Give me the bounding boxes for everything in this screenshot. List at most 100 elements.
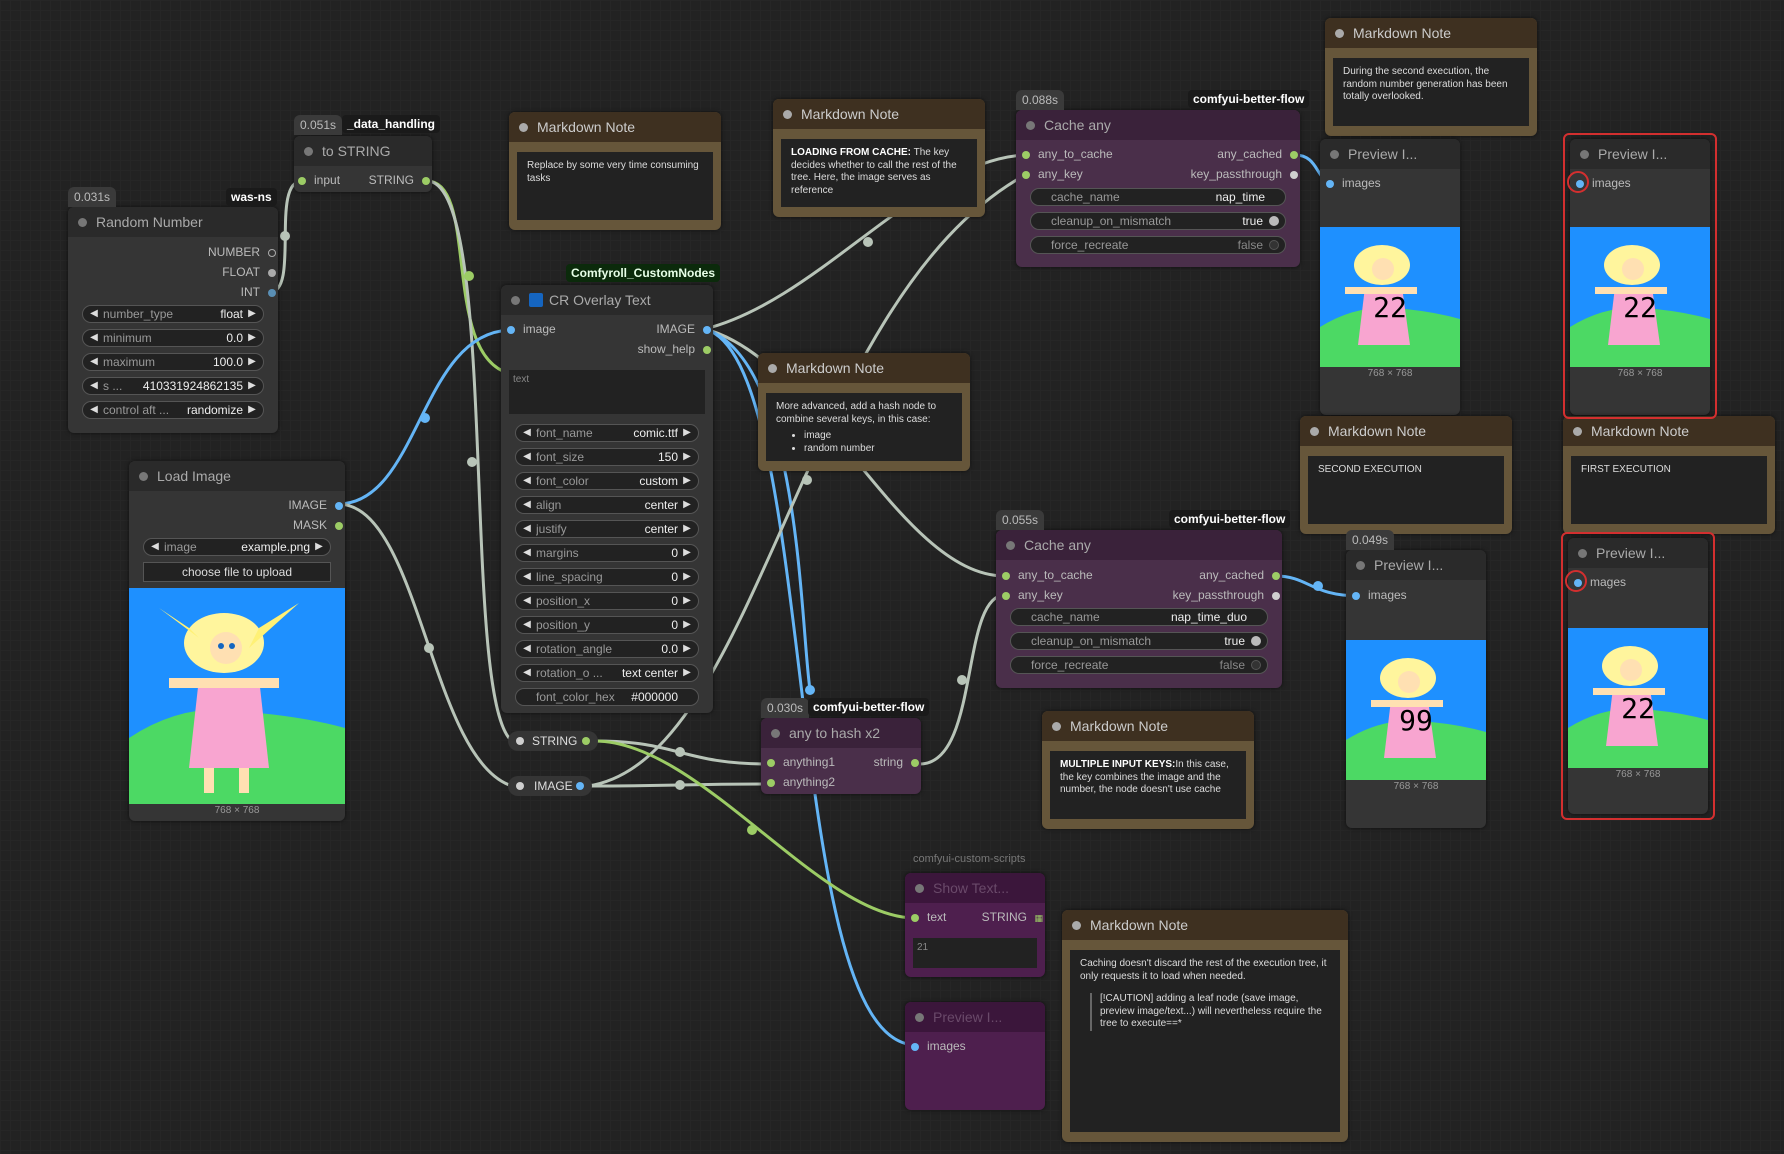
output-string[interactable]: string [874,755,919,769]
output-any-cached[interactable]: any_cached [1199,568,1280,582]
markdown-note-node[interactable]: Markdown Note More advanced, add a hash … [758,353,970,471]
cache-any-node[interactable]: Cache any any_to_cache any_key any_cache… [996,530,1282,688]
text-input-area[interactable]: text [509,370,705,414]
input-any-to-cache[interactable]: any_to_cache [1022,147,1113,161]
input-text[interactable]: text [911,910,946,924]
node-title[interactable]: Markdown Note [758,353,970,383]
input-images[interactable]: images [1326,176,1381,190]
cache-any-node[interactable]: Cache any any_to_cache any_key any_cache… [1016,110,1300,267]
node-title[interactable]: any to hash x2 [761,718,921,748]
widget-control-after-generate[interactable]: ◀control aft ...randomize▶ [82,401,264,419]
node-title[interactable]: Markdown Note [1042,711,1254,741]
overlay-number: 22 [1373,291,1407,324]
node-title[interactable]: Cache any [1016,110,1300,140]
output-number[interactable]: NUMBER [208,245,276,259]
output-image[interactable]: IMAGE [288,498,343,512]
node-title[interactable]: Cache any [996,530,1282,560]
preview-image-node[interactable]: Preview I... images 99 768 × 768 [1346,550,1486,828]
widget-rotation-origin[interactable]: ◀rotation_o ...text center▶ [515,664,699,682]
output-show-help[interactable]: show_help [638,342,711,356]
input-slot[interactable]: input [298,173,340,187]
wire-reroute-image-to-cache1 [587,173,1026,788]
node-title[interactable]: Preview I... [1346,550,1486,580]
input-images[interactable]: images [911,1039,966,1053]
widget-seed[interactable]: ◀s ...410331924862135▶ [82,377,264,395]
show-text-node[interactable]: Show Text... text STRING▦ 21 [905,873,1045,977]
markdown-note-node[interactable]: Markdown Note FIRST EXECUTION [1563,416,1775,534]
preview-image: 22 [1570,227,1710,367]
reroute-image[interactable]: IMAGE [508,776,592,796]
node-title[interactable]: to STRING [294,136,432,166]
markdown-note-node[interactable]: Markdown Note Caching doesn't discard th… [1062,910,1348,1142]
output-mask[interactable]: MASK [293,518,343,532]
output-key-passthrough[interactable]: key_passthrough [1191,167,1298,181]
cr-overlay-text-node[interactable]: CR Overlay Text image IMAGE show_help te… [501,285,713,713]
node-title[interactable]: Load Image [129,461,345,491]
node-title[interactable]: CR Overlay Text [501,285,713,315]
output-image[interactable]: IMAGE [656,322,711,336]
choose-file-button[interactable]: choose file to upload [143,562,331,582]
markdown-note-node[interactable]: Markdown Note SECOND EXECUTION [1300,416,1512,534]
preview-image-node[interactable]: Preview I... images 22 768 × 768 [1320,139,1460,415]
input-any-key[interactable]: any_key [1022,167,1083,181]
preview-image-node[interactable]: Preview I... images 22 768 × 768 [1570,139,1710,415]
node-title[interactable]: Preview I... [1320,139,1460,169]
preview-image-node-muted[interactable]: Preview I... images [905,1002,1045,1110]
any-to-hash-node[interactable]: any to hash x2 anything1 anything2 strin… [761,718,921,794]
output-int[interactable]: INT [241,285,276,299]
markdown-note-node[interactable]: Markdown Note Replace by some very time … [509,112,721,230]
node-title[interactable]: Markdown Note [509,112,721,142]
widget-font-color-hex[interactable]: font_color_hex#000000 [515,688,699,706]
node-title[interactable]: Markdown Note [1062,910,1348,940]
reroute-string[interactable]: STRING [508,731,598,751]
input-anything1[interactable]: anything1 [767,755,835,769]
random-number-node[interactable]: Random Number NUMBER FLOAT INT ◀number_t… [68,207,278,433]
node-title[interactable]: Markdown Note [1563,416,1775,446]
input-any-key[interactable]: any_key [1002,588,1063,602]
node-title[interactable]: Markdown Note [1325,18,1537,48]
output-string[interactable]: STRING [369,173,430,187]
preview-image-node[interactable]: Preview I... mages 22 768 × 768 [1568,538,1708,814]
node-title[interactable]: Random Number [68,207,278,237]
output-string[interactable]: STRING▦ [981,910,1043,924]
node-title[interactable]: Preview I... [1570,139,1710,169]
to-string-node[interactable]: to STRING input STRING [294,136,432,192]
output-key-passthrough[interactable]: key_passthrough [1173,588,1280,602]
markdown-note-node[interactable]: Markdown Note MULTIPLE INPUT KEYS:In thi… [1042,711,1254,829]
input-any-to-cache[interactable]: any_to_cache [1002,568,1093,582]
input-images[interactable]: images [1352,588,1407,602]
node-title[interactable]: Markdown Note [773,99,985,129]
output-float[interactable]: FLOAT [222,265,276,279]
node-title[interactable]: Markdown Note [1300,416,1512,446]
node-title[interactable]: Preview I... [905,1002,1045,1032]
node-title[interactable]: Show Text... [905,873,1045,903]
node-title[interactable]: Preview I... [1568,538,1708,568]
input-anything2[interactable]: anything2 [767,775,835,789]
markdown-note-node[interactable]: Markdown Note During the second executio… [1325,18,1537,136]
markdown-note-node[interactable]: Markdown Note LOADING FROM CACHE: The ke… [773,99,985,217]
output-any-cached[interactable]: any_cached [1217,147,1298,161]
input-image[interactable]: image [507,322,556,336]
